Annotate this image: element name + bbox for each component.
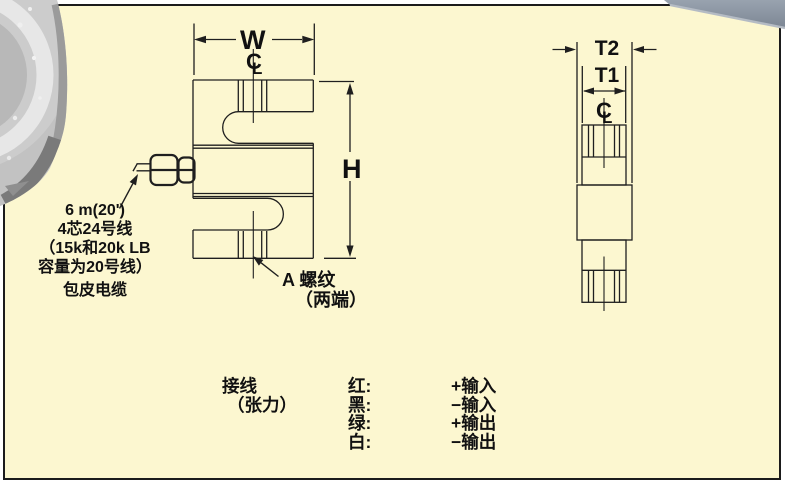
gray-photo-band: [664, 0, 785, 30]
t1-arrow-left: [583, 87, 594, 95]
w-arrow-left: [194, 35, 206, 44]
side-view: [576, 98, 633, 311]
front-thread-hatch-top: [237, 80, 268, 112]
t2-arrow-left: [565, 46, 576, 53]
thread-leader-arrow: [252, 256, 279, 278]
h-arrow-bottom: [346, 245, 354, 257]
t1-dimension: [581, 66, 627, 123]
t1-arrow-right: [614, 87, 626, 95]
t2-label: T2: [594, 37, 620, 60]
wire-signal-plus-input: +输入: [451, 376, 497, 396]
cable-lines: [132, 163, 151, 172]
cable-note-line: 包皮电缆: [62, 282, 127, 299]
w-dimension: [193, 23, 315, 75]
side-thread-hatch-bottom: [582, 269, 626, 303]
cable-note-line: 4芯24号线: [57, 221, 133, 238]
wiring-title-line1: 接线: [222, 376, 257, 396]
front-thread-hatch-bottom: [237, 231, 268, 259]
wire-color-white: 白:: [348, 431, 372, 452]
front-top-slot: [222, 111, 314, 144]
diagram-panel: [3, 4, 781, 480]
wire-signal-plus-output: +输出: [451, 413, 497, 433]
cable-note-line: 6 m(20'): [65, 202, 125, 219]
h-label: H: [342, 154, 362, 184]
wire-color-black: 黑:: [348, 394, 372, 415]
cable-leader-arrow: [118, 174, 138, 209]
front-weld-lines: [193, 144, 314, 198]
wiring-title-line2: （张力）: [227, 394, 297, 415]
wire-color-red: 红:: [348, 376, 372, 396]
side-middle-block: [576, 184, 633, 241]
t2-arrow-right: [633, 46, 644, 53]
front-bottom-slot: [193, 197, 284, 231]
w-label: W: [240, 25, 266, 55]
cable-connector: [132, 153, 196, 187]
side-thread-hatch-top: [582, 125, 626, 158]
front-view: [192, 49, 314, 279]
photo-corner: [0, 0, 68, 206]
wire-signal-minus-output: −输出: [451, 431, 497, 452]
t2-dimension: [552, 42, 657, 183]
h-arrow-top: [346, 83, 354, 95]
w-arrow-right: [302, 35, 315, 44]
wire-color-green: 绿:: [348, 413, 372, 433]
wire-signal-minus-input: −输入: [451, 394, 497, 415]
side-centerline-symbol: C L: [596, 98, 613, 127]
front-centerline-symbol: C L: [246, 49, 263, 78]
cable-note-line: 容量为20号线）: [38, 259, 152, 276]
thread-note-line2: （两端）: [295, 290, 367, 310]
cable-note-line: （15k和20k LB: [39, 240, 151, 257]
thread-note-line1: A 螺纹: [282, 270, 336, 290]
h-dimension: [319, 80, 356, 259]
t1-label: T1: [594, 64, 620, 87]
